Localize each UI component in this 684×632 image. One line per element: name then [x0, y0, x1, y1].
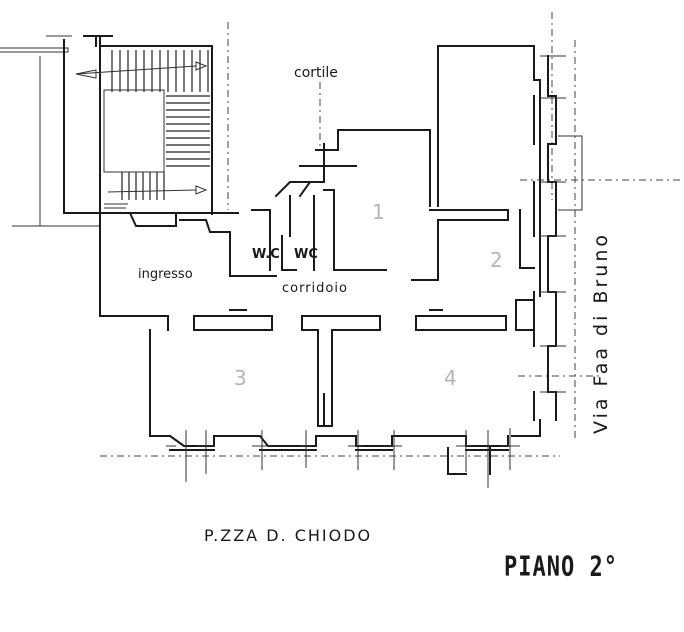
room-number-2: 2 [490, 248, 503, 272]
room-number-4: 4 [444, 366, 457, 390]
room-number-3: 3 [234, 366, 247, 390]
axis-lines [100, 12, 680, 457]
street-label: Via Faa di Bruno [590, 232, 612, 434]
courtyard-label: cortile [294, 65, 338, 81]
entrance-label: ingresso [138, 267, 193, 282]
square-label: P.ZZA D. CHIODO [204, 526, 373, 545]
left-neighbour-outline [0, 35, 101, 227]
facade-ticks [166, 428, 520, 488]
corridor-label: corridoio [282, 281, 348, 296]
wc-label-left: W.C [252, 247, 280, 262]
floor-label: PIANO 2° [504, 551, 618, 583]
wc-label-right: WC [294, 247, 318, 262]
staircase [75, 35, 213, 221]
corridor-walls [99, 219, 507, 331]
south-rooms [149, 329, 541, 475]
room-number-1: 1 [372, 200, 385, 224]
north-walls [99, 45, 541, 297]
east-facade [515, 55, 583, 421]
